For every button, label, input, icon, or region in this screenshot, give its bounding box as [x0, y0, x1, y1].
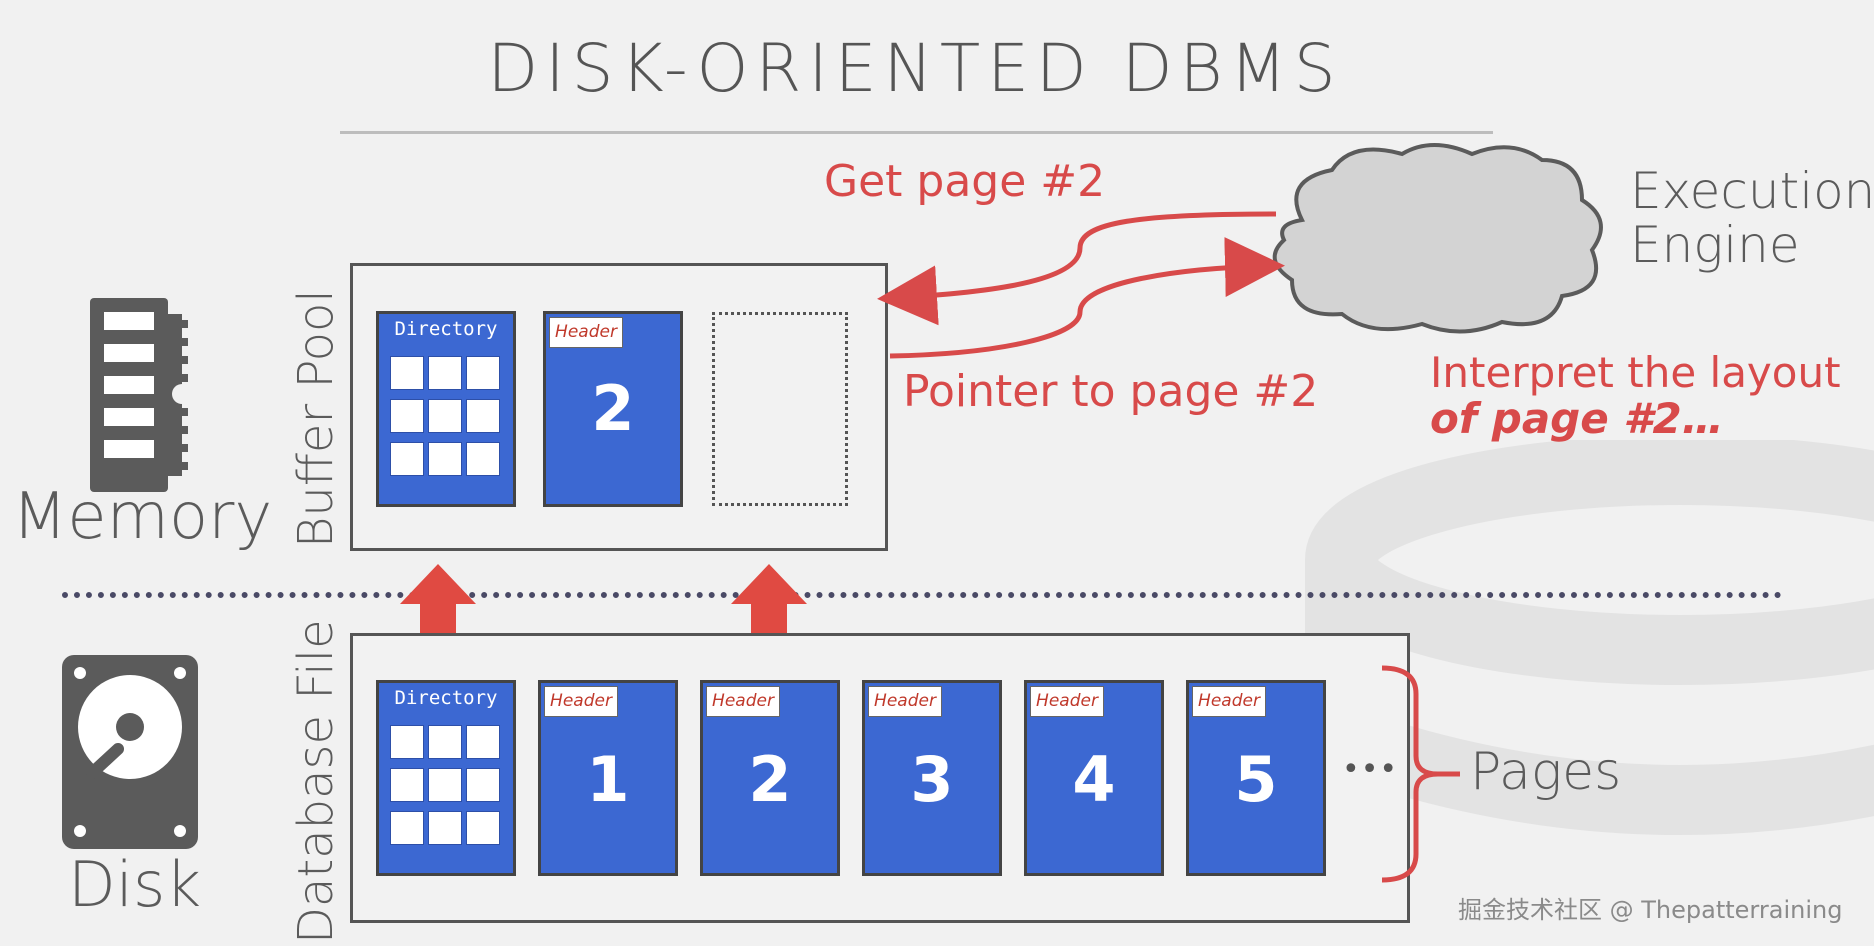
page-header-tag: Header [1030, 686, 1104, 717]
memory-label: Memory [12, 480, 273, 554]
page-number: 5 [1234, 743, 1278, 816]
memory-disk-divider [62, 592, 1782, 598]
execution-engine-line1: Execution [1630, 162, 1874, 220]
page-header-tag: Header [706, 686, 780, 717]
page-header-tag: Header [549, 317, 623, 348]
pages-brace [1381, 665, 1460, 883]
file-page-3: Header 3 [862, 680, 1002, 876]
directory-label: Directory [394, 318, 498, 340]
directory-label: Directory [394, 687, 498, 709]
page-header-tag: Header [868, 686, 942, 717]
page-number: 4 [1072, 743, 1116, 816]
slide-title: DISK-ORIENTED DBMS [487, 30, 1343, 107]
page-number: 2 [591, 372, 635, 445]
pointer-annotation: Pointer to page #2 [903, 366, 1319, 417]
file-directory-page: Directory [376, 680, 516, 876]
page-number: 2 [748, 743, 792, 816]
directory-grid [390, 725, 500, 845]
execution-engine-line2: Engine [1630, 216, 1800, 274]
file-page-1: Header 1 [538, 680, 678, 876]
more-pages-ellipsis: ••• [1342, 752, 1399, 787]
title-underline [340, 131, 1493, 134]
get-page-annotation: Get page #2 [824, 156, 1106, 207]
interpret-annotation-line1: Interpret the layout [1430, 348, 1841, 397]
page-header-tag: Header [1192, 686, 1266, 717]
page-number: 3 [910, 743, 954, 816]
page-number: 1 [586, 743, 630, 816]
file-page-2: Header 2 [700, 680, 840, 876]
file-page-5: Header 5 [1186, 680, 1326, 876]
watermark-text: 掘金技术社区 @ Thepatterraining [1458, 896, 1843, 924]
buffer-page-2: Header 2 [543, 311, 683, 507]
disk-label: Disk [68, 848, 202, 921]
directory-grid [390, 356, 500, 476]
load-arrow-icon [731, 564, 807, 660]
ram-chip-icon [90, 298, 192, 492]
page-header-tag: Header [544, 686, 618, 717]
pages-label: Pages [1470, 742, 1622, 802]
cloud-icon [1272, 143, 1603, 334]
empty-buffer-slot [712, 312, 848, 506]
execution-engine-label: Execution Engine [1630, 164, 1874, 272]
load-arrow-icon [400, 564, 476, 660]
file-page-4: Header 4 [1024, 680, 1164, 876]
interpret-annotation-line2: of page #2… [1430, 394, 1724, 443]
hard-disk-icon [62, 655, 198, 849]
buffer-directory-page: Directory [376, 311, 516, 507]
